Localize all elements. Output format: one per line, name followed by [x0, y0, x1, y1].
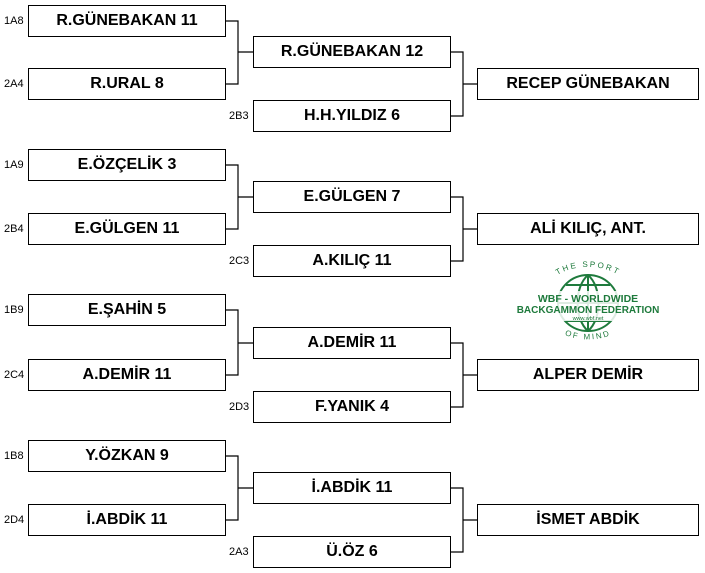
logo-line2: BACKGAMMON FEDERATION [517, 305, 660, 316]
seed-label: 2C3 [229, 255, 250, 267]
round2-player-box: H.H.YILDIZ 6 [253, 100, 451, 132]
seed-label: 2A3 [229, 546, 249, 558]
match-player-box: R.GÜNEBAKAN 11 [28, 5, 226, 37]
seed-label: 2D3 [229, 401, 250, 413]
match-player-box: R.URAL 8 [28, 68, 226, 100]
match-player-box: E.ÖZÇELİK 3 [28, 149, 226, 181]
wbf-logo: THE SPORT WBF - WORLDWIDE BACKGAMMON FED… [512, 260, 664, 341]
match-player-box: A.DEMİR 11 [28, 359, 226, 391]
round2-player-box: E.GÜLGEN 7 [253, 181, 451, 213]
seed-label: 2D4 [4, 514, 25, 526]
seed-label: 2B4 [4, 223, 24, 235]
logo-line1: WBF - WORLDWIDE [538, 293, 638, 305]
winner-box: RECEP GÜNEBAKAN [477, 68, 699, 100]
seed-label: 2A4 [4, 78, 24, 90]
seed-label: 1A8 [4, 15, 24, 27]
seed-label: 2C4 [4, 369, 25, 381]
winner-box: ALİ KILIÇ, ANT. [477, 213, 699, 245]
seed-label: 1A9 [4, 159, 24, 171]
round2-player-box: R.GÜNEBAKAN 12 [253, 36, 451, 68]
logo-bottom-text: OF MIND [564, 328, 610, 341]
winner-box: ALPER DEMİR [477, 359, 699, 391]
match-player-box: E.GÜLGEN 11 [28, 213, 226, 245]
round2-player-box: Ü.ÖZ 6 [253, 536, 451, 568]
round2-player-box: İ.ABDİK 11 [253, 472, 451, 504]
winner-box: İSMET ABDİK [477, 504, 699, 536]
round2-player-box: A.KILIÇ 11 [253, 245, 451, 277]
round2-player-box: F.YANIK 4 [253, 391, 451, 423]
svg-text:OF MIND: OF MIND [564, 328, 612, 341]
seed-label: 1B9 [4, 304, 24, 316]
match-player-box: Y.ÖZKAN 9 [28, 440, 226, 472]
match-player-box: İ.ABDİK 11 [28, 504, 226, 536]
seed-label: 1B8 [4, 450, 24, 462]
logo-url: www.wbf.net [572, 316, 604, 322]
match-player-box: E.ŞAHİN 5 [28, 294, 226, 326]
seed-label: 2B3 [229, 110, 249, 122]
round2-player-box: A.DEMİR 11 [253, 327, 451, 359]
